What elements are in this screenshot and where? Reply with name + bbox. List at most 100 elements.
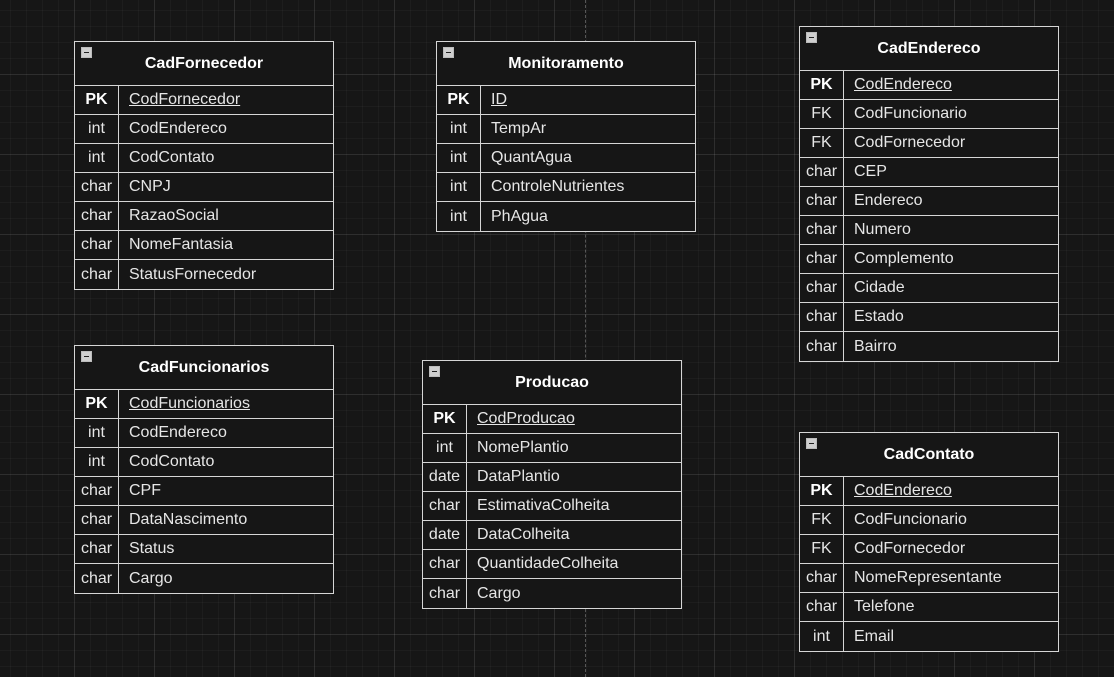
entity-header[interactable]: CadEndereco [800, 27, 1058, 71]
column-field-name: Email [854, 627, 895, 645]
column-field-name: PhAgua [491, 207, 548, 225]
table-row[interactable]: int Email [800, 622, 1058, 651]
column-field-name: CodEndereco [129, 424, 227, 441]
entity-header[interactable]: CadContato [800, 433, 1058, 477]
column-field-name: NomeRepresentante [854, 569, 1002, 586]
entity-header[interactable]: Producao [423, 361, 681, 405]
column-key-type: char [800, 593, 844, 621]
column-key-type: FK [800, 100, 844, 128]
collapse-minus-icon[interactable] [806, 438, 817, 449]
column-field-name: CodEndereco [854, 482, 952, 499]
collapse-minus-icon[interactable] [81, 351, 92, 362]
column-field-name: DataNascimento [129, 511, 248, 528]
collapse-minus-icon[interactable] [429, 366, 440, 377]
column-key-type: int [800, 622, 844, 651]
column-field-name: CPF [129, 482, 161, 499]
column-field-name: CodEndereco [854, 76, 952, 93]
collapse-minus-icon[interactable] [806, 32, 817, 43]
entity-title: CadEndereco [877, 39, 981, 57]
column-key-type: FK [800, 506, 844, 534]
column-key-type: char [75, 260, 119, 289]
table-row[interactable]: char Bairro [800, 332, 1058, 361]
column-key-type: date [423, 521, 467, 549]
column-key-type: char [75, 231, 119, 259]
column-key-type: PK [75, 86, 119, 114]
table-row[interactable]: int CodEndereco [75, 419, 333, 448]
column-field-name: Numero [854, 221, 911, 238]
collapse-minus-icon[interactable] [443, 47, 454, 58]
entity-header[interactable]: Monitoramento [437, 42, 695, 86]
column-field-name: CodContato [129, 453, 215, 470]
column-field-name: QuantAgua [491, 149, 572, 166]
column-field-name: CodFuncionarios [129, 395, 250, 412]
column-field-name: CNPJ [129, 178, 171, 195]
column-key-type: date [423, 463, 467, 491]
column-key-type: PK [75, 390, 119, 418]
table-row[interactable]: char StatusFornecedor [75, 260, 333, 289]
column-key-type: char [800, 332, 844, 361]
table-row[interactable]: int QuantAgua [437, 144, 695, 173]
column-field-name: Bairro [854, 337, 897, 355]
collapse-minus-icon[interactable] [81, 47, 92, 58]
column-field-name: CodFuncionario [854, 511, 967, 528]
table-row[interactable]: FK CodFuncionario [800, 506, 1058, 535]
column-key-type: int [437, 115, 481, 143]
entity-header[interactable]: CadFuncionarios [75, 346, 333, 390]
column-key-type: int [75, 115, 119, 143]
entity-header[interactable]: CadFornecedor [75, 42, 333, 86]
column-key-type: int [437, 144, 481, 172]
vertical-guide-line [585, 0, 586, 677]
entity-title: Monitoramento [508, 54, 624, 72]
column-key-type: int [75, 419, 119, 447]
column-key-type: FK [800, 535, 844, 563]
column-field-name: StatusFornecedor [129, 265, 257, 283]
column-key-type: char [75, 202, 119, 230]
column-key-type: char [800, 303, 844, 331]
column-field-name: Status [129, 540, 175, 557]
table-row[interactable]: PK CodFuncionarios [75, 390, 333, 419]
column-key-type: int [423, 434, 467, 462]
